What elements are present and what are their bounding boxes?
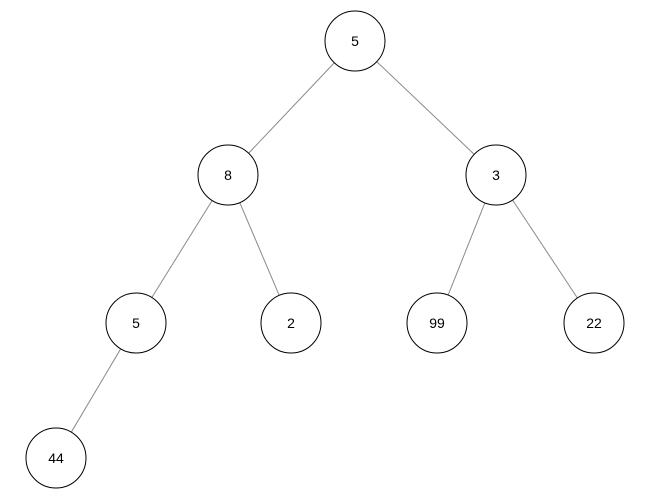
node-circle	[25, 427, 87, 489]
tree-edge	[70, 348, 122, 433]
tree-node: 8	[197, 144, 259, 206]
tree-edge	[239, 202, 280, 296]
node-label: 5	[351, 33, 359, 49]
node-circle	[260, 292, 322, 354]
tree-node: 44	[25, 427, 87, 489]
node-label: 22	[586, 315, 602, 331]
tree-node: 5	[324, 10, 386, 72]
tree-node: 22	[563, 292, 625, 354]
node-circle	[197, 144, 259, 206]
tree-nodes: 5 8 3 5 2 99 22 44	[25, 10, 625, 489]
tree-node: 5	[105, 292, 167, 354]
node-label: 5	[132, 315, 140, 331]
tree-edges	[70, 61, 578, 433]
tree-node: 2	[260, 292, 322, 354]
tree-edge	[151, 200, 213, 298]
node-label: 3	[492, 167, 500, 183]
node-label: 2	[287, 315, 295, 331]
node-label: 44	[48, 450, 64, 466]
tree-edge	[248, 62, 335, 154]
node-circle	[105, 292, 167, 354]
node-circle	[465, 144, 527, 206]
tree-node: 99	[406, 292, 468, 354]
node-circle	[324, 10, 386, 72]
node-label: 8	[224, 167, 232, 183]
tree-edge	[376, 61, 475, 155]
node-circle	[406, 292, 468, 354]
tree-edge	[447, 202, 486, 296]
tree-edge	[512, 199, 578, 299]
node-circle	[563, 292, 625, 354]
node-label: 99	[429, 315, 445, 331]
tree-node: 3	[465, 144, 527, 206]
